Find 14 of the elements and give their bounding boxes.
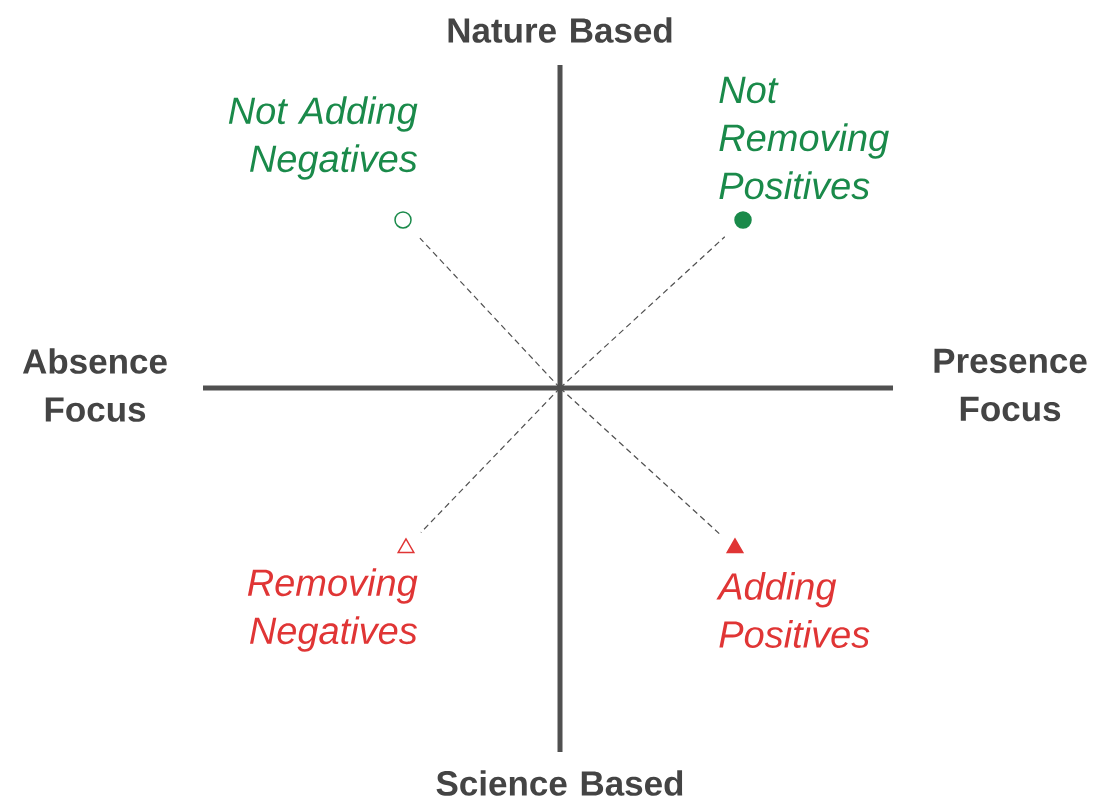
marker [394,211,412,229]
axis-label: Presence Focus [934,348,1087,422]
axis-label: Absence Focus [22,348,167,422]
marker-label: Not Adding Negatives [228,96,418,180]
marker-label: Removing Negatives [247,568,418,652]
marker-label: Adding Positives [716,572,870,648]
dashed-line [559,387,720,535]
dashed-line [420,387,561,534]
dashed-line [419,237,561,389]
marker-label: Not Removing Positives [719,76,889,200]
dashed-line [559,236,726,389]
axis-label: Science Based [436,770,683,796]
axis-label: Nature Based [448,17,672,43]
marker [734,211,752,229]
